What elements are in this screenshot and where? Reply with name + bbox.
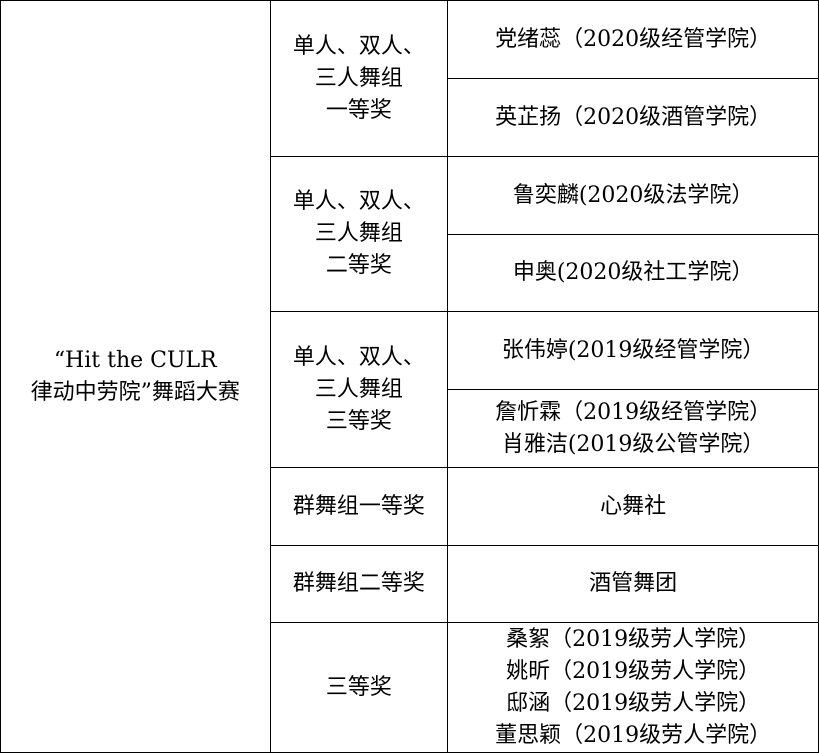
winner-cell: 申奥(2020级社工学院）	[447, 234, 819, 312]
winner-name: 张伟婷(2019级经管学院）	[501, 337, 765, 363]
table-row: 群舞组二等奖 酒管舞团	[1, 545, 819, 623]
award-category-cell: 三等奖	[269, 622, 449, 753]
award-category-line: 群舞组一等奖	[292, 493, 425, 519]
winner-name: 邸涵（2019级劳人学院）	[506, 690, 761, 716]
award-category-line: 三人舞组	[314, 221, 403, 246]
event-name-line-1: “Hit the CULR	[53, 347, 217, 373]
winner-name: 姚昕（2019级劳人学院）	[506, 658, 761, 684]
event-name-line-2: 律动中劳院”舞蹈大赛	[30, 379, 240, 405]
winner-name: 桑絮（2019级劳人学院）	[506, 626, 761, 652]
winner-name: 董思颖（2019级劳人学院）	[495, 722, 772, 748]
award-category-cell: 单人、双人、 三人舞组 一等奖	[269, 0, 449, 157]
award-category-line: 单人、双人、	[292, 33, 425, 59]
award-category-line: 一等奖	[325, 97, 392, 123]
award-category-cell: 群舞组二等奖	[269, 545, 449, 623]
award-category-line: 单人、双人、	[292, 344, 425, 370]
award-category-line: 三等奖	[325, 674, 392, 700]
winner-name: 酒管舞团	[589, 571, 678, 596]
award-category-line: 三人舞组	[314, 65, 403, 91]
winner-name: 申奥(2020级社工学院）	[512, 260, 754, 285]
table-row: 三等奖 桑絮（2019级劳人学院） 姚昕（2019级劳人学院） 邸涵（2019级…	[1, 622, 819, 753]
winner-name: 党绪蕊（2020级经管学院）	[495, 26, 772, 52]
award-category-line: 群舞组二等奖	[292, 571, 425, 596]
winner-cell: 张伟婷(2019级经管学院）	[447, 311, 819, 390]
winner-cell: 心舞社	[447, 467, 819, 546]
award-category-cell: 群舞组一等奖	[269, 467, 449, 546]
winner-cell: 党绪蕊（2020级经管学院）	[447, 0, 819, 79]
table-row: 单人、双人、 三人舞组 三等奖 张伟婷(2019级经管学院）	[1, 311, 819, 468]
table-row: 单人、双人、 三人舞组 二等奖 鲁奕麟(2020级法学院）	[1, 156, 819, 312]
winner-name: 英芷扬（2020级酒管学院）	[495, 104, 772, 130]
winner-name: 心舞社	[600, 493, 667, 519]
award-category-cell: 单人、双人、 三人舞组 二等奖	[269, 156, 449, 312]
table-row: 英芷扬（2020级酒管学院）	[1, 78, 819, 157]
winner-cell: 酒管舞团	[447, 545, 819, 623]
winner-cell: 詹忻霖（2019级经管学院） 肖雅洁(2019级公管学院）	[447, 389, 819, 468]
winner-cell: 英芷扬（2020级酒管学院）	[447, 78, 819, 157]
award-category-line: 二等奖	[325, 253, 392, 278]
winner-name: 鲁奕麟(2020级法学院）	[512, 182, 754, 208]
award-category-line: 三等奖	[325, 408, 392, 434]
winner-name: 詹忻霖（2019级经管学院）	[495, 399, 772, 425]
award-category-cell: 单人、双人、 三人舞组 三等奖	[269, 311, 449, 468]
table-row: 詹忻霖（2019级经管学院） 肖雅洁(2019级公管学院）	[1, 389, 819, 468]
winner-name: 肖雅洁(2019级公管学院）	[501, 431, 765, 457]
winner-cell: 桑絮（2019级劳人学院） 姚昕（2019级劳人学院） 邸涵（2019级劳人学院…	[447, 622, 819, 753]
award-category-line: 单人、双人、	[292, 189, 425, 214]
winner-cell: 鲁奕麟(2020级法学院）	[447, 156, 819, 235]
award-category-line: 三人舞组	[314, 376, 403, 402]
event-name-cell: “Hit the CULR 律动中劳院”舞蹈大赛	[0, 0, 271, 753]
